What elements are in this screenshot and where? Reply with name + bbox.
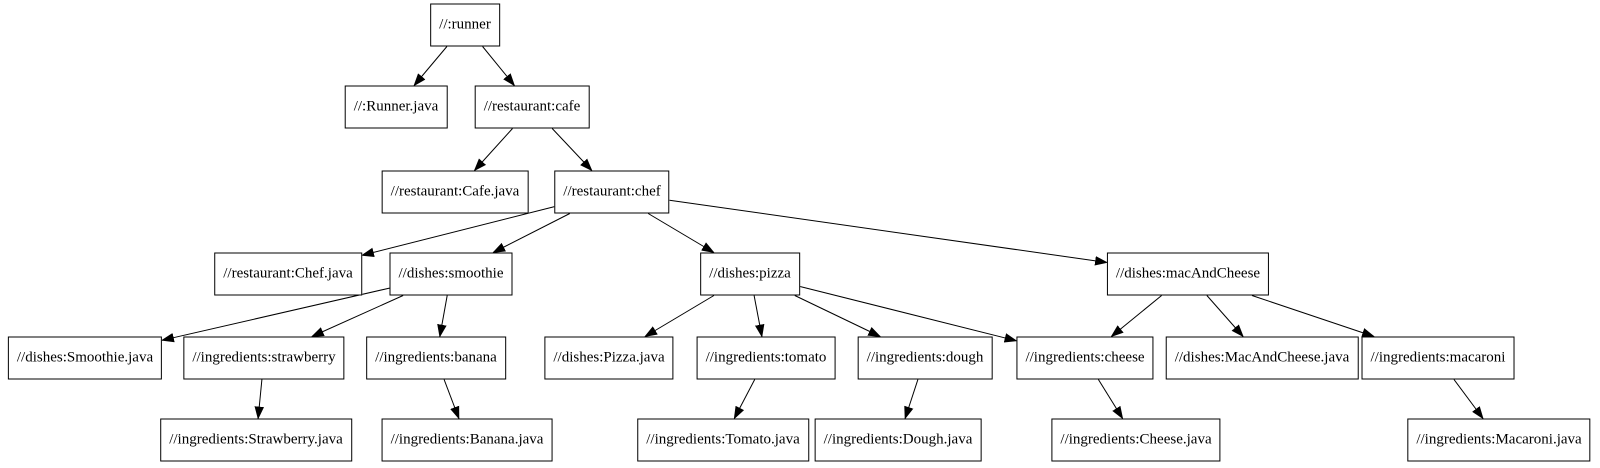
edge-smoothie-to-banana xyxy=(437,295,448,338)
graph-node-pizza_java: //dishes:Pizza.java xyxy=(544,336,674,380)
graph-node-macaroni: //ingredients:macaroni xyxy=(1361,336,1515,380)
edge-strawberry-to-strawberry_java xyxy=(254,379,264,420)
edge-pizza-to-dough xyxy=(794,295,882,337)
graph-node-strawberry_java: //ingredients:Strawberry.java xyxy=(160,418,352,462)
graph-node-dough_java: //ingredients:Dough.java xyxy=(814,418,982,462)
graph-node-tomato: //ingredients:tomato xyxy=(696,336,836,380)
graph-node-cafe: //restaurant:cafe xyxy=(474,85,590,129)
edge-smoothie-to-strawberry xyxy=(310,295,404,337)
edge-pizza-to-tomato xyxy=(753,295,765,338)
edge-dough-to-dough_java xyxy=(904,379,919,420)
edge-chef-to-chef_java xyxy=(360,206,555,257)
edge-runner-to-cafe xyxy=(482,46,516,87)
edge-chef-to-pizza xyxy=(647,213,715,254)
edge-tomato-to-tomato_java xyxy=(733,379,756,420)
edge-pizza-to-pizza_java xyxy=(644,295,715,338)
graph-node-cheese: //ingredients:cheese xyxy=(1016,336,1154,380)
edge-mac_and_cheese-to-mac_cheese_java xyxy=(1206,295,1244,338)
graph-node-mac_cheese_java: //dishes:MacAndCheese.java xyxy=(1165,336,1359,380)
edge-mac_and_cheese-to-macaroni xyxy=(1251,295,1376,338)
graph-node-runner_java: //:Runner.java xyxy=(344,85,448,129)
graph-node-strawberry: //ingredients:strawberry xyxy=(183,336,345,380)
edge-chef-to-smoothie xyxy=(492,213,571,253)
graph-node-chef_java: //restaurant:Chef.java xyxy=(214,252,362,296)
graph-node-runner: //:runner xyxy=(430,3,500,47)
graph-node-banana: //ingredients:banana xyxy=(366,336,506,380)
edge-cheese-to-cheese_java xyxy=(1097,379,1124,420)
edge-runner-to-runner_java xyxy=(413,46,448,87)
graph-node-macaroni_java: //ingredients:Macaroni.java xyxy=(1407,418,1591,462)
edge-macaroni-to-macaroni_java xyxy=(1453,379,1484,420)
graph-node-mac_and_cheese: //dishes:macAndCheese xyxy=(1106,252,1270,296)
edge-smoothie-to-smoothie_java xyxy=(160,287,390,343)
graph-node-smoothie: //dishes:smoothie xyxy=(389,252,513,296)
edge-mac_and_cheese-to-cheese xyxy=(1110,295,1162,338)
graph-node-tomato_java: //ingredients:Tomato.java xyxy=(637,418,809,462)
graph-node-cheese_java: //ingredients:Cheese.java xyxy=(1051,418,1221,462)
graph-node-cafe_java: //restaurant:Cafe.java xyxy=(381,170,529,214)
edge-cafe-to-chef xyxy=(551,128,593,172)
graph-node-pizza: //dishes:pizza xyxy=(700,252,800,296)
edge-pizza-to-cheese xyxy=(799,286,1018,343)
graph-node-banana_java: //ingredients:Banana.java xyxy=(381,418,553,462)
graph-node-chef: //restaurant:chef xyxy=(554,170,670,214)
edge-chef-to-mac_and_cheese xyxy=(669,199,1109,266)
edge-cafe-to-cafe_java xyxy=(473,128,513,172)
graph-node-smoothie_java: //dishes:Smoothie.java xyxy=(7,336,163,380)
edge-banana-to-banana_java xyxy=(443,379,460,420)
graph-node-dough: //ingredients:dough xyxy=(857,336,993,380)
